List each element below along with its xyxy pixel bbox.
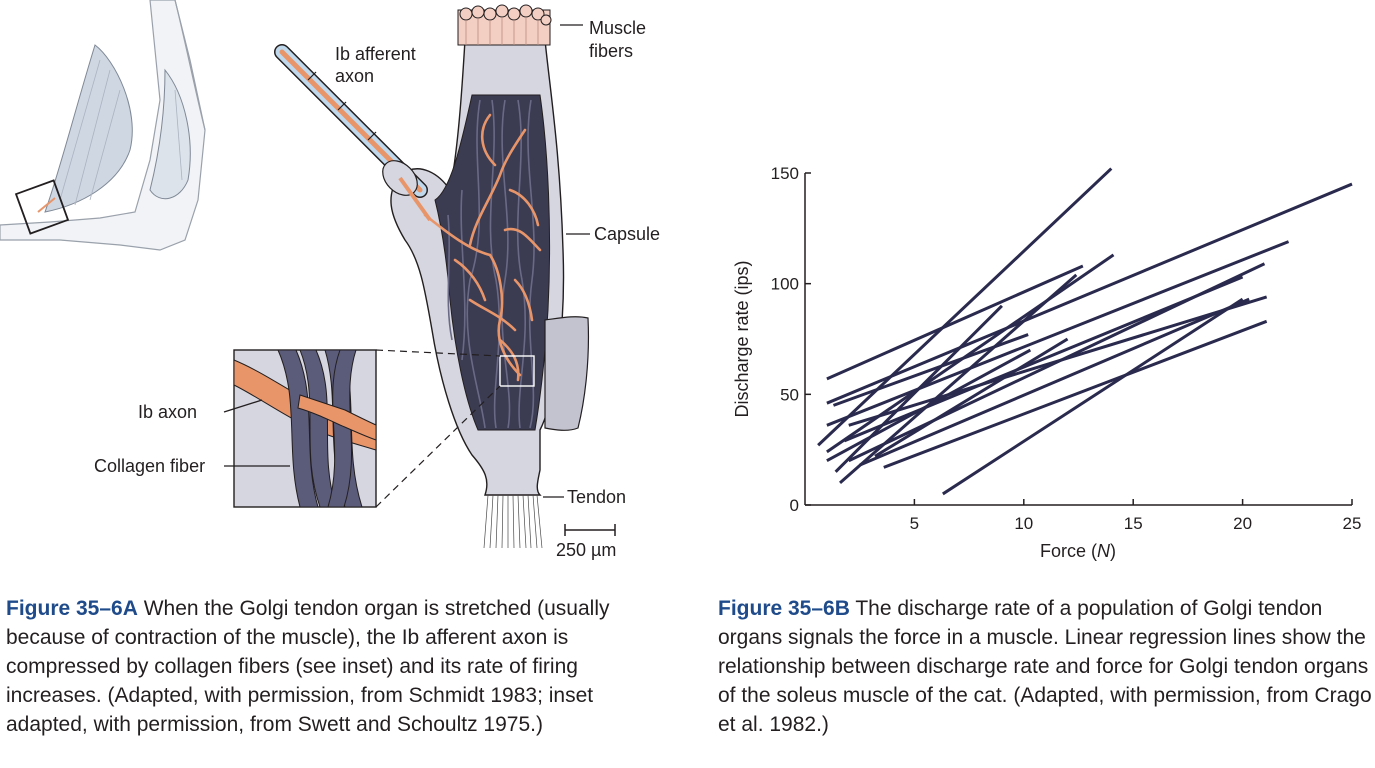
regression-line [859,297,1250,467]
regression-line [826,240,1290,427]
x-tick-label: 10 [1014,514,1033,533]
regression-line [826,348,1032,463]
y-tick-label: 100 [771,275,799,294]
caption-b-figure-label: Figure 35–6B [718,597,850,620]
label-ib-afferent-line1: Ib afferent [335,44,416,64]
label-capsule: Capsule [594,224,660,244]
caption-figure-a: Figure 35–6A When the Golgi tendon organ… [6,594,666,739]
ib-afferent-axon [274,44,432,222]
collagen-inset [233,349,501,508]
x-tick-label: 5 [910,514,919,533]
regression-lines [817,167,1353,496]
y-axis-label: Discharge rate (ips) [732,260,752,417]
regression-line [832,333,1029,407]
caption-a-text: When the Golgi tendon organ is stretched… [6,597,610,736]
regression-line [826,264,1084,381]
organ-inset-marker [499,355,535,387]
panel-a-labels: Ib afferent axon Muscle fibers Capsule T… [94,18,660,560]
x-axis-label: Force (N) [1040,541,1116,561]
caption-a-figure-label: Figure 35–6A [6,597,138,620]
discharge-chart: 0 50 100 150 5 10 15 20 25 Discharge rate (ips)… [732,164,1361,561]
tendon-fibers [483,494,543,549]
golgi-tendon-organ [274,4,590,549]
arm-sketch [0,0,206,251]
label-tendon: Tendon [567,487,626,507]
regression-line [874,337,1069,458]
y-ticks: 0 50 100 150 [771,164,811,515]
regression-line [826,182,1353,405]
label-scale-bar: 250 µm [556,540,616,560]
y-tick-label: 150 [771,164,799,183]
x-tick-label: 15 [1124,514,1143,533]
label-ib-axon: Ib axon [138,402,197,422]
label-ib-afferent-line2: axon [335,66,374,86]
regression-line [817,167,1113,447]
x-tick-label: 20 [1233,514,1252,533]
label-muscle-fibers-line1: Muscle [589,18,646,38]
capsule-flap [544,316,590,431]
arm-inset-box [14,179,70,235]
label-muscle-fibers-line2: fibers [589,41,633,61]
scale-bar [564,524,616,536]
x-tick-label: 25 [1343,514,1362,533]
y-tick-label: 50 [780,385,799,404]
regression-line [826,253,1115,454]
x-ticks: 5 10 15 20 25 [910,499,1362,533]
y-tick-label: 0 [790,496,799,515]
caption-b-text: The discharge rate of a population of Go… [718,597,1372,736]
regression-line [883,319,1268,469]
label-collagen-fiber: Collagen fiber [94,456,205,476]
regression-line [848,295,1268,427]
regression-line [942,297,1244,496]
regression-line [839,273,1078,484]
caption-figure-b: Figure 35–6B The discharge rate of a pop… [718,594,1373,739]
muscle-fiber-bundle [457,4,552,46]
